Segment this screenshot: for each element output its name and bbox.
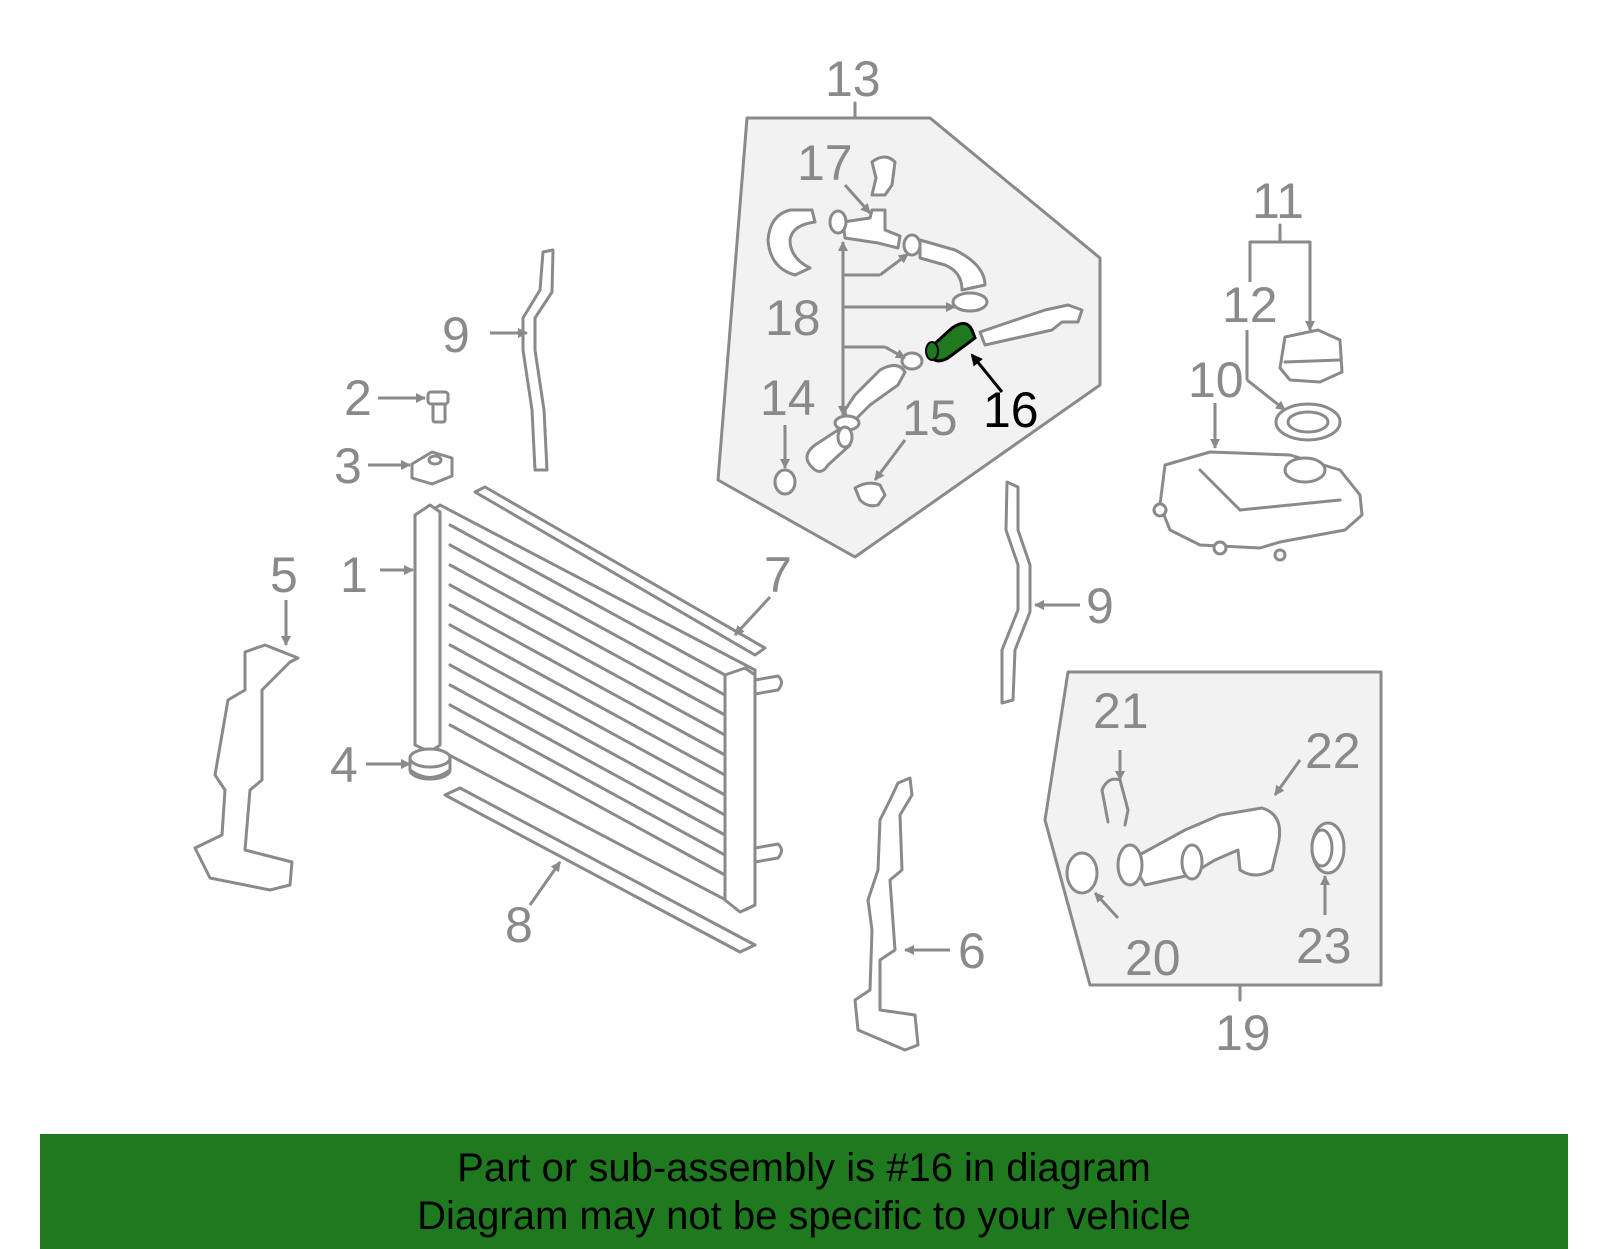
callout-11: 11 [1252,173,1304,229]
callout-17: 17 [797,135,853,191]
callout-15: 15 [902,390,958,446]
banner-line-2: Diagram may not be specific to your vehi… [417,1194,1191,1238]
callout-7: 7 [764,547,792,603]
seal-strip-7 [473,485,767,657]
clip-15 [853,481,887,508]
callout-20: 20 [1125,930,1181,986]
leader-lines [281,184,1330,955]
callout-9-lower: 9 [1086,578,1114,634]
air-guide-5 [193,643,300,892]
info-banner: Part or sub-assembly is #16 in diagram D… [40,1134,1568,1249]
callout-3: 3 [334,438,362,494]
callout-10: 10 [1188,352,1244,408]
seal-strip-8 [443,786,757,954]
callout-23: 23 [1296,918,1352,974]
callout-12: 12 [1222,277,1278,333]
seal-9-upper [521,248,555,472]
seal-9-lower [1000,480,1032,705]
ring-23 [1310,821,1346,875]
callout-8: 8 [505,897,533,953]
callout-5: 5 [270,547,298,603]
radiator [413,503,783,914]
callout-9-upper: 9 [442,307,470,363]
banner-line-1: Part or sub-assembly is #16 in diagram [457,1146,1151,1190]
hose-17 [870,155,897,197]
hose-upper-left [766,208,817,277]
clip-2 [426,390,450,424]
callout-18: 18 [765,290,821,346]
callout-21: 21 [1093,683,1149,739]
callout-16: 16 [983,382,1039,438]
callout-6: 6 [958,923,986,979]
mount-4 [408,747,452,781]
reservoir-10 [1152,450,1364,562]
cap-11 [1278,328,1344,384]
hose-16-highlight [925,322,977,363]
hose-14 [773,425,854,496]
callout-1: 1 [340,547,368,603]
callout-19: 19 [1215,1005,1271,1061]
mount-3 [410,450,454,486]
callout-22: 22 [1305,723,1361,779]
pipe-right [978,303,1084,347]
pipe-22 [1116,806,1282,887]
air-guide-6 [853,776,920,1052]
callout-13: 13 [825,51,881,107]
callout-2: 2 [344,370,372,426]
tee-connector [828,208,922,257]
ring-20 [1065,851,1099,895]
callout-4: 4 [330,737,358,793]
hose-upper-right [918,238,989,313]
seal-12 [1274,402,1342,442]
callout-14: 14 [760,370,816,426]
